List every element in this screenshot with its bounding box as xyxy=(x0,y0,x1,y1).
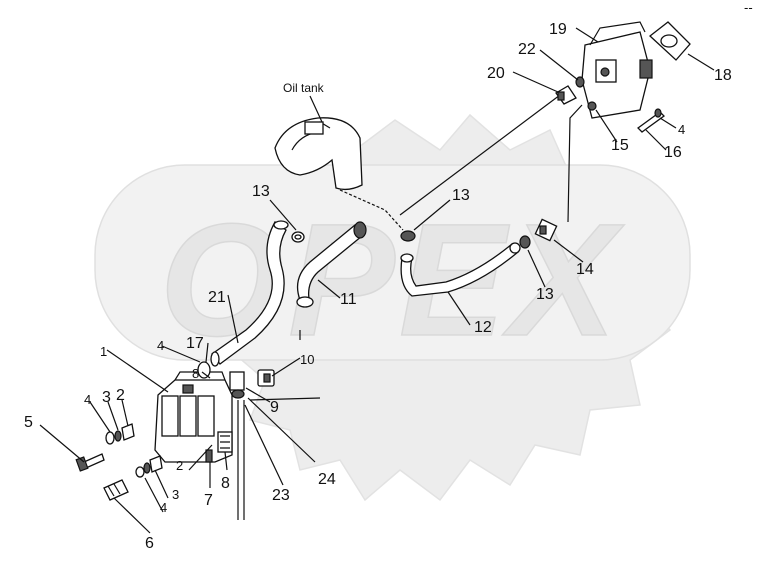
callout-23: 23 xyxy=(272,487,290,504)
hose-21 xyxy=(210,220,289,367)
fitting-7 xyxy=(205,449,213,463)
callout-16: 16 xyxy=(664,144,682,161)
oil-tank: Oil tank xyxy=(274,81,363,191)
callout-2b: 2 xyxy=(176,458,183,473)
fitting-17 xyxy=(197,361,211,379)
leader-lines xyxy=(39,27,715,534)
callout-20: 20 xyxy=(487,65,505,82)
hose-11 xyxy=(296,221,367,308)
callout-13b: 13 xyxy=(452,187,470,204)
callout-5: 5 xyxy=(24,414,33,431)
clamp-13-b xyxy=(400,230,416,242)
fitting-10 xyxy=(257,369,275,387)
fitting-9 xyxy=(229,371,245,399)
oil-tank-label: Oil tank xyxy=(283,81,325,95)
fitting-20 xyxy=(555,85,577,105)
clamp-13-c xyxy=(519,235,531,249)
callout-9: 9 xyxy=(270,399,279,416)
clamp-13-a xyxy=(291,231,305,243)
callout-3b: 3 xyxy=(172,487,179,502)
watermark-band xyxy=(94,164,691,361)
seal-stack-upper xyxy=(105,423,135,445)
bolt-16 xyxy=(637,108,665,133)
callout-4b: 4 xyxy=(157,338,164,353)
callout-3a: 3 xyxy=(102,389,111,406)
callout-21: 21 xyxy=(208,289,226,306)
callout-4d: 4 xyxy=(678,122,685,137)
seal-stack-lower xyxy=(135,455,163,478)
gasket-18 xyxy=(648,21,691,61)
elbow-14 xyxy=(534,218,558,242)
fitting-6 xyxy=(103,479,129,501)
callout-1: 1 xyxy=(100,344,107,359)
callouts: 1 2 3 4 4 5 6 7 8 8 2 3 4 9 10 11 12 13 … xyxy=(24,21,732,552)
hose-12 xyxy=(400,242,521,297)
callout-2a: 2 xyxy=(116,387,125,404)
callout-13c: 13 xyxy=(536,286,554,303)
callout-18: 18 xyxy=(714,67,732,84)
callout-4c: 4 xyxy=(160,500,167,515)
pipe-23 xyxy=(237,400,245,520)
callout-4a: 4 xyxy=(84,392,91,407)
callout-22: 22 xyxy=(518,41,536,58)
valve-block-1 xyxy=(154,371,233,463)
callout-17: 17 xyxy=(186,335,204,352)
callout-15: 15 xyxy=(611,137,629,154)
callout-7: 7 xyxy=(204,492,213,509)
callout-8a: 8 xyxy=(192,366,199,381)
corner-mark: -- xyxy=(744,0,753,15)
bolt-5 xyxy=(75,453,105,472)
callout-12: 12 xyxy=(474,319,492,336)
callout-13a: 13 xyxy=(252,183,270,200)
washer-15 xyxy=(587,101,597,111)
pump-19 xyxy=(581,21,653,119)
callout-6: 6 xyxy=(145,535,154,552)
callout-14: 14 xyxy=(576,261,594,278)
callout-8b: 8 xyxy=(221,475,230,492)
fitting-8-lower xyxy=(217,431,233,453)
callout-24: 24 xyxy=(318,471,336,488)
watermark: OPEX xyxy=(94,113,691,502)
routing-lines xyxy=(299,94,583,340)
washer-22 xyxy=(575,76,585,88)
callout-11: 11 xyxy=(340,291,357,308)
callout-10: 10 xyxy=(300,352,314,367)
callout-19: 19 xyxy=(549,21,567,38)
